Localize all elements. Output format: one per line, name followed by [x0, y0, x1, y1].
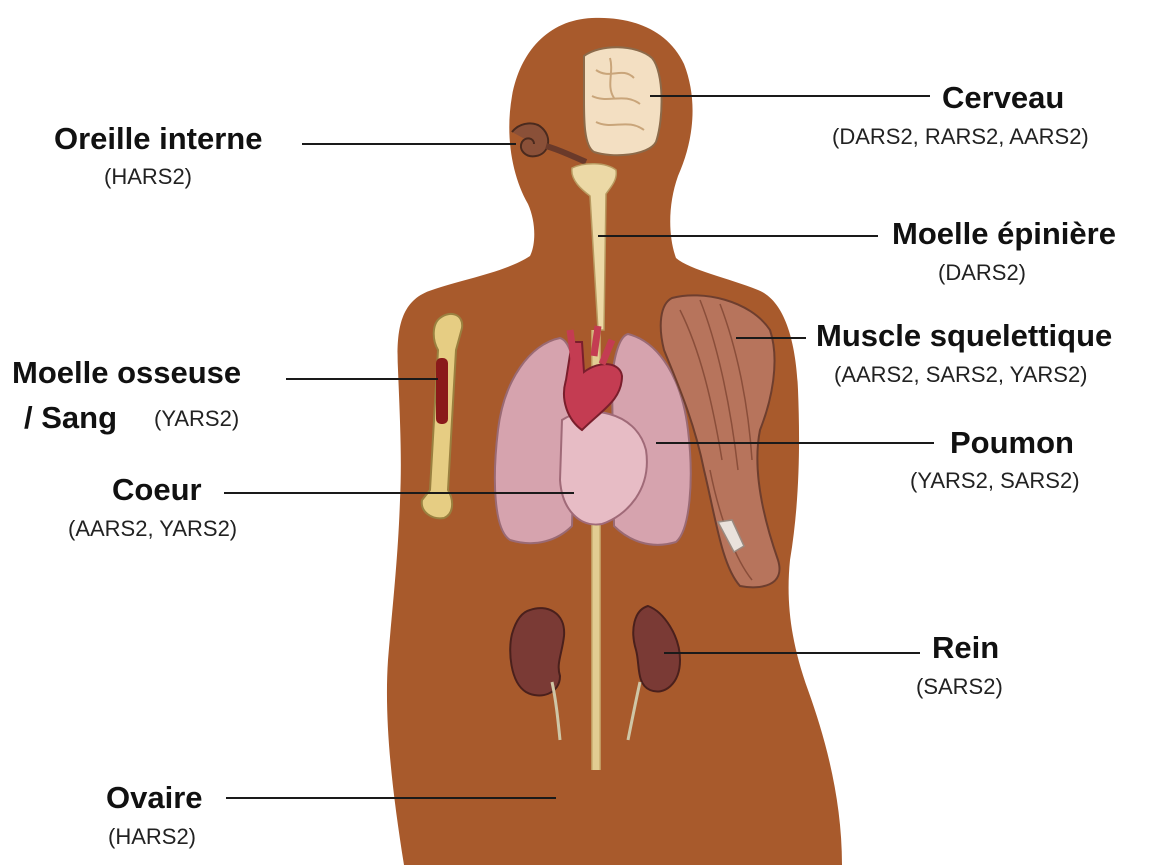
- moelle-osseuse-leader: [286, 378, 438, 380]
- moelle-epiniere-name: Moelle épinière: [892, 216, 1116, 252]
- coeur-genes: (AARS2, YARS2): [68, 516, 237, 542]
- muscle-genes: (AARS2, SARS2, YARS2): [834, 362, 1088, 388]
- poumon-name: Poumon: [950, 425, 1074, 461]
- brain-icon: [584, 47, 662, 155]
- cerveau-name: Cerveau: [942, 80, 1064, 116]
- moelle-osseuse-name: Moelle osseuse: [12, 355, 241, 391]
- moelle-osseuse-genes: (YARS2): [154, 406, 239, 432]
- oreille-genes: (HARS2): [104, 164, 192, 190]
- muscle-leader: [736, 337, 806, 339]
- moelle-epiniere-leader: [598, 235, 878, 237]
- rein-leader: [664, 652, 920, 654]
- ovaire-name: Ovaire: [106, 780, 203, 816]
- oreille-name: Oreille interne: [54, 121, 262, 157]
- cerveau-genes: (DARS2, RARS2, AARS2): [832, 124, 1089, 150]
- oreille-leader: [302, 143, 516, 145]
- sang-name: / Sang: [24, 400, 117, 436]
- coeur-name: Coeur: [112, 472, 202, 508]
- cerveau-leader: [650, 95, 930, 97]
- poumon-leader: [656, 442, 934, 444]
- muscle-name: Muscle squelettique: [816, 318, 1112, 354]
- moelle-epiniere-genes: (DARS2): [938, 260, 1026, 286]
- ovaire-genes: (HARS2): [108, 824, 196, 850]
- bone-marrow: [436, 358, 448, 424]
- poumon-genes: (YARS2, SARS2): [910, 468, 1080, 494]
- ovaire-leader: [226, 797, 556, 799]
- rein-genes: (SARS2): [916, 674, 1003, 700]
- rein-name: Rein: [932, 630, 999, 666]
- coeur-leader: [224, 492, 574, 494]
